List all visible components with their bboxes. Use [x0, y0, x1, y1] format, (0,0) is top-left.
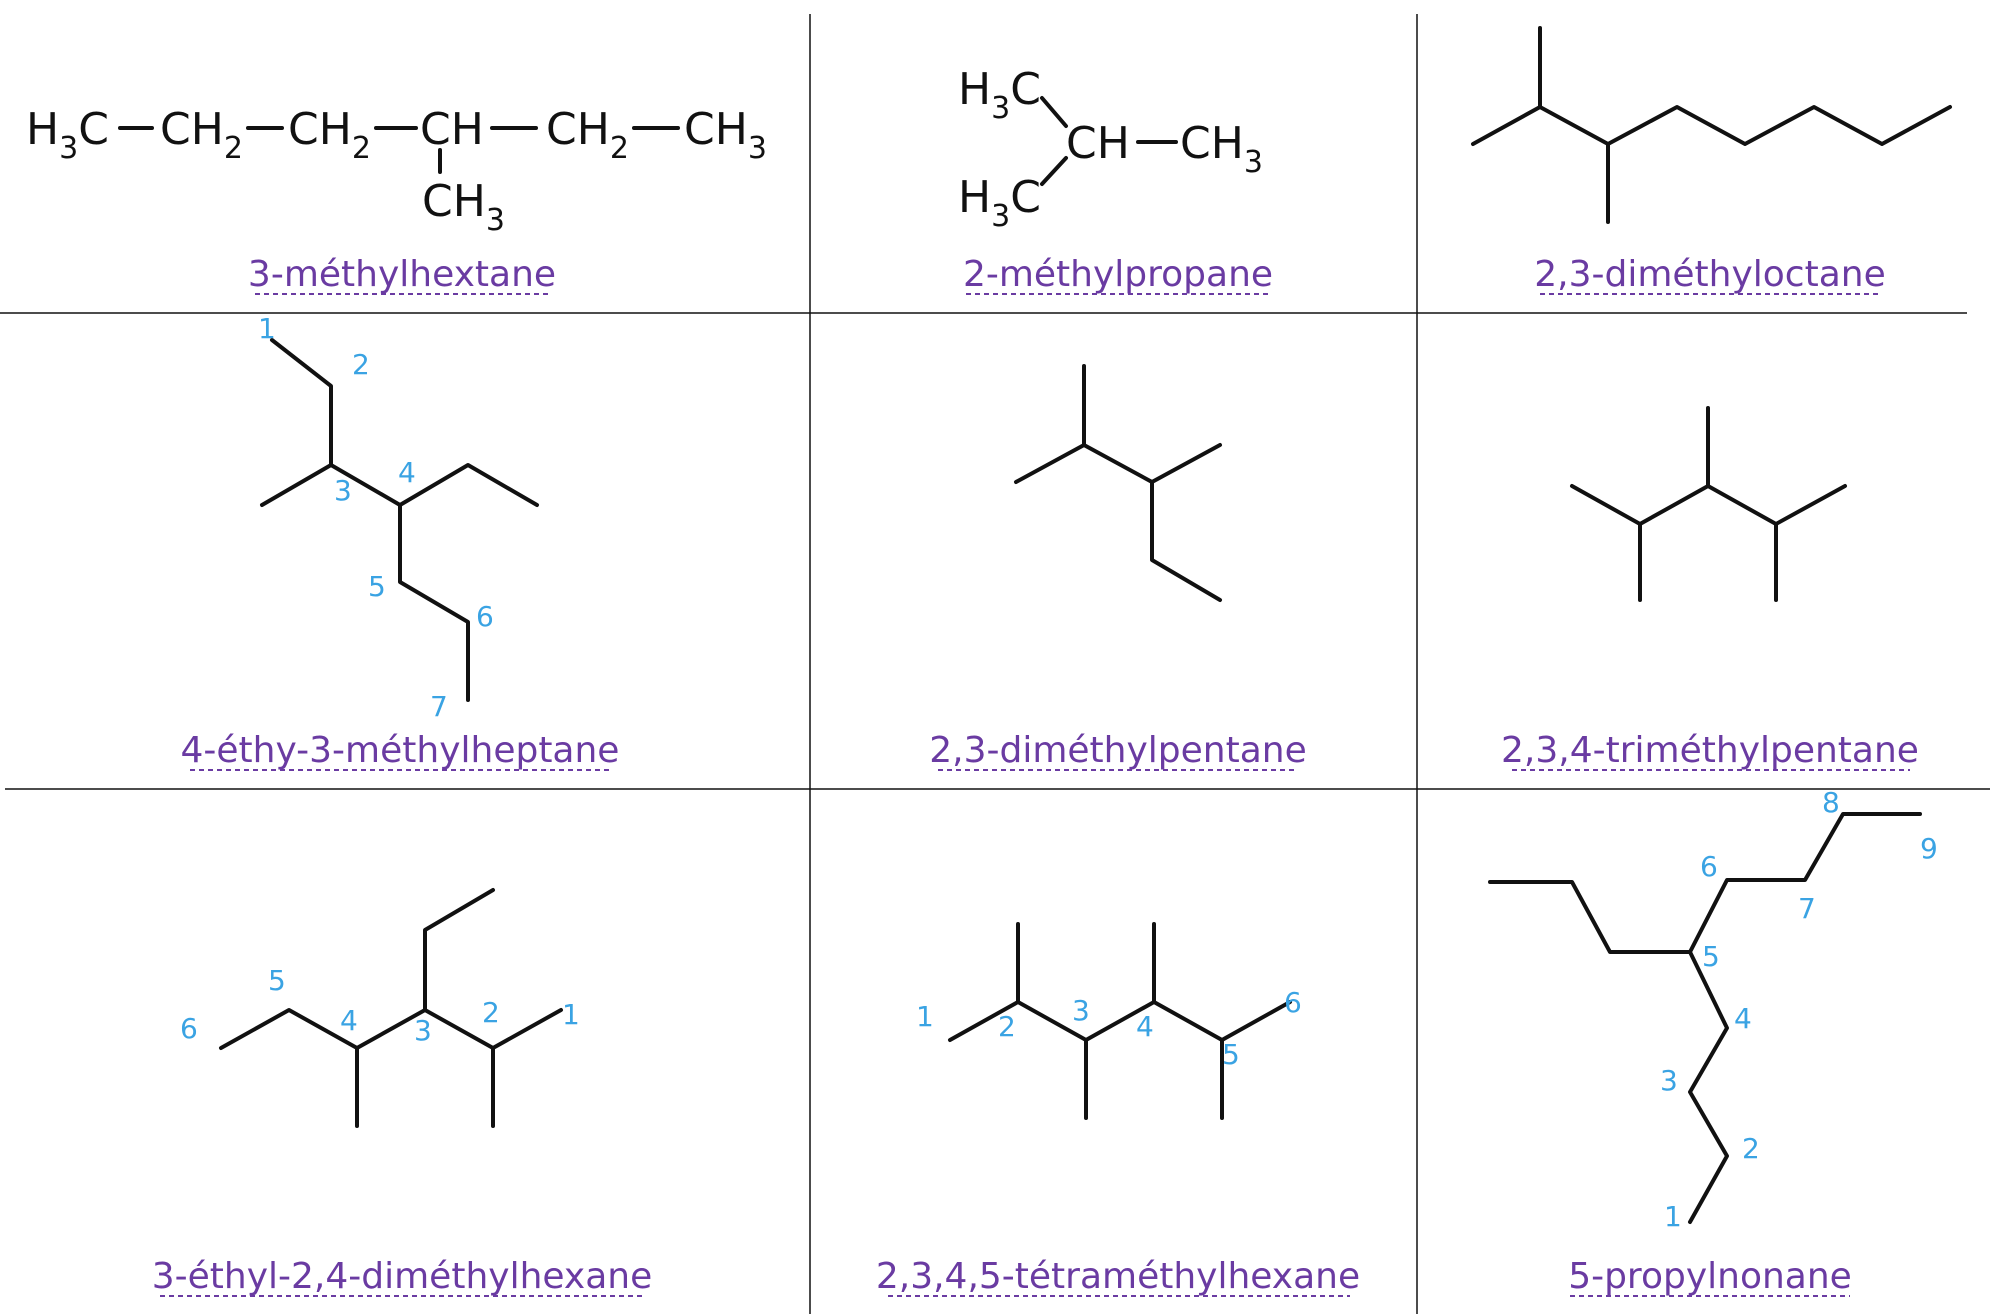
carbon-number: 7 [430, 690, 448, 723]
carbon-number: 4 [1734, 1002, 1752, 1035]
ethyl-c4 [398, 463, 539, 507]
methyl-c3 [260, 463, 333, 507]
condensed-formula-2: H3C H3C CH CH3 [958, 64, 1263, 234]
caption-cell-2[interactable]: 2-méthylpropane [963, 254, 1273, 295]
skeletal-2-3-4-trimethylpentane [1570, 406, 1847, 602]
bond-bottom [1040, 156, 1068, 186]
main-chain [270, 338, 470, 702]
atom-c5: CH2 [546, 104, 629, 166]
carbon-number: 8 [1822, 786, 1840, 819]
carbon-number: 6 [1700, 850, 1718, 883]
grid-lines [0, 14, 1990, 1314]
carbon-number: 3 [414, 1014, 432, 1047]
carbon-number: 2 [352, 348, 370, 381]
carbon-number: 5 [1702, 940, 1720, 973]
carbon-number: 1 [562, 998, 580, 1031]
caption-cell-7[interactable]: 3-éthyl-2,4-diméthylhexane [152, 1256, 652, 1297]
caption-cell-4[interactable]: 4-éthy-3-méthylheptane [181, 730, 620, 771]
carbon-number: 2 [1742, 1132, 1760, 1165]
main-chain [1014, 443, 1222, 602]
carbon-number: 3 [1072, 994, 1090, 1027]
atom-c4: CH [420, 104, 484, 155]
caption-cell-8[interactable]: 2,3,4,5-tétraméthylhexane [876, 1256, 1360, 1297]
skeletal-2-3-dimethyloctane [1471, 26, 1952, 224]
carbon-number: 3 [334, 474, 352, 507]
carbon-number: 6 [180, 1012, 198, 1045]
main-chain [219, 1008, 563, 1050]
skeletal-4-ethyl-3-methylheptane: 1 2 3 4 5 6 7 [258, 312, 539, 723]
main-chain [1570, 484, 1847, 526]
carbon-number: 5 [1222, 1038, 1240, 1071]
ethyl-c3 [423, 888, 495, 1012]
captions: 3-méthylhextane 2-méthylpropane 2,3-dimé… [152, 254, 1919, 1297]
bond-top [1040, 96, 1068, 128]
caption-cell-1[interactable]: 3-méthylhextane [248, 254, 556, 295]
carbon-number: 7 [1798, 892, 1816, 925]
skeletal-2-3-4-5-tetramethylhexane: 1 2 3 4 5 6 [916, 922, 1302, 1120]
main-chain [1471, 105, 1952, 146]
caption-cell-9[interactable]: 5-propylnonane [1568, 1256, 1852, 1297]
carbon-number: 9 [1920, 832, 1938, 865]
atom-right: CH3 [1180, 118, 1263, 180]
carbon-number: 6 [476, 600, 494, 633]
atom-c6: CH3 [684, 104, 767, 166]
carbon-number: 3 [1660, 1064, 1678, 1097]
main-chain [1688, 812, 1922, 1224]
carbon-number: 2 [482, 996, 500, 1029]
main-chain [948, 1000, 1292, 1042]
atom-c2: CH2 [160, 104, 243, 166]
atom-center: CH [1066, 118, 1130, 169]
caption-cell-5[interactable]: 2,3-diméthylpentane [929, 730, 1307, 771]
carbon-number: 6 [1284, 986, 1302, 1019]
skeletal-2-3-dimethylpentane [1014, 364, 1222, 602]
atom-branch: CH3 [422, 176, 505, 238]
carbon-number: 2 [998, 1010, 1016, 1043]
carbon-number: 1 [1664, 1200, 1682, 1233]
atom-bottom-methyl: H3C [958, 172, 1041, 234]
caption-cell-6[interactable]: 2,3,4-triméthylpentane [1501, 730, 1919, 771]
caption-cell-3[interactable]: 2,3-diméthyloctane [1534, 254, 1886, 295]
carbon-number: 1 [916, 1000, 934, 1033]
atom-c1: H3C [26, 104, 109, 166]
condensed-formula-1: H3C CH2 CH2 CH CH2 CH3 CH3 [26, 104, 767, 238]
carbon-number: 4 [340, 1004, 358, 1037]
carbon-number: 5 [368, 570, 386, 603]
atom-top-methyl: H3C [958, 64, 1041, 126]
carbon-number: 1 [258, 312, 276, 345]
skeletal-5-propylnonane: 1 2 3 4 5 6 7 8 9 [1488, 786, 1938, 1233]
carbon-number: 4 [1136, 1010, 1154, 1043]
carbon-number: 4 [398, 456, 416, 489]
atom-c3: CH2 [288, 104, 371, 166]
skeletal-3-ethyl-2-4-dimethylhexane: 6 5 4 3 2 1 [180, 888, 580, 1128]
carbon-number: 5 [268, 964, 286, 997]
methyl-c3 [1150, 443, 1222, 484]
propyl-c5 [1488, 880, 1692, 954]
